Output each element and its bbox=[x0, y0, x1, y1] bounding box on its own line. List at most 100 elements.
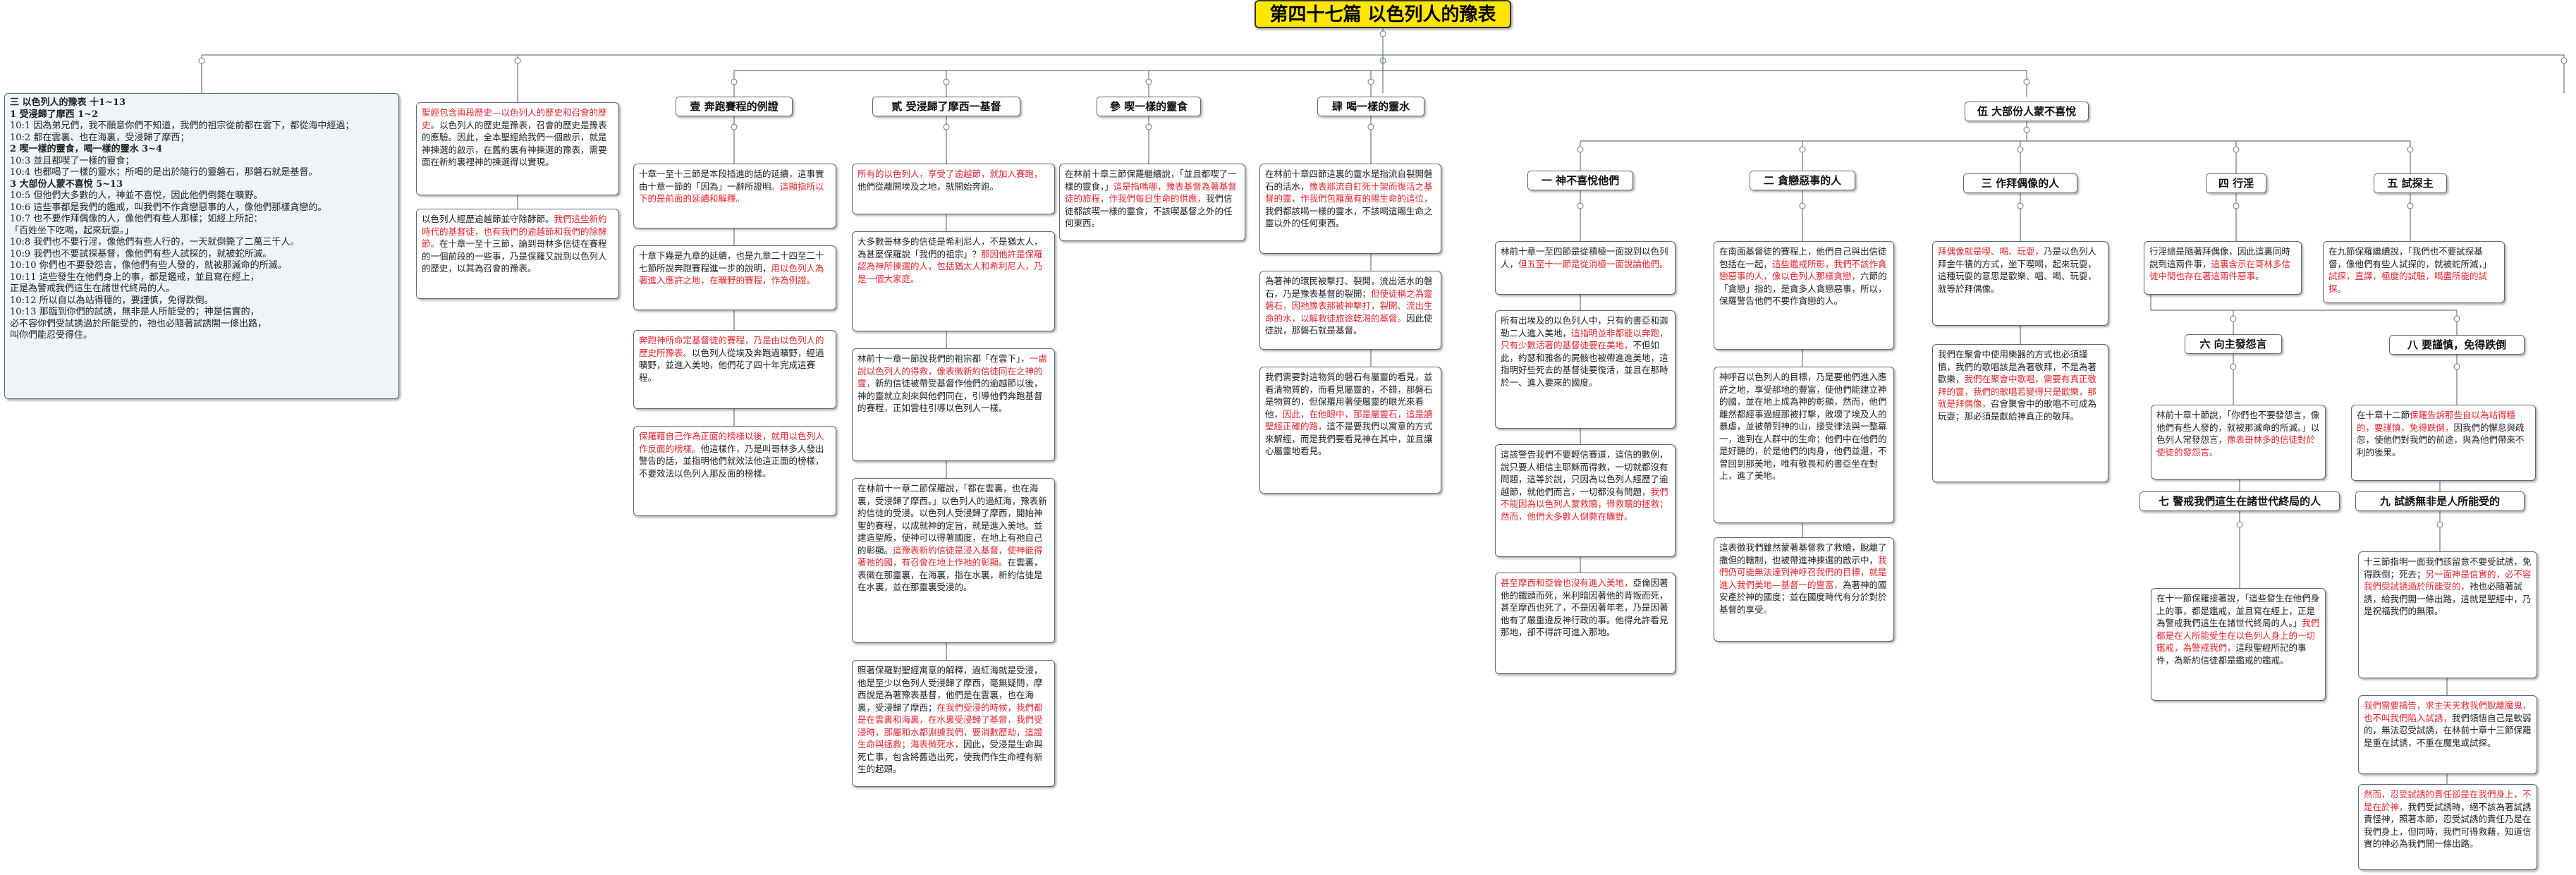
summary-line: 「百姓坐下吃喝，起來玩耍。」 bbox=[10, 225, 134, 236]
summary-line: 10:3 並且都喫了一樣的靈食； bbox=[10, 155, 135, 166]
connector-knob bbox=[2236, 521, 2243, 528]
summary-line: 10:4 也都喝了一樣的靈水；所喝的是出於隨行的靈磐石，那磐石就是基督。 bbox=[10, 167, 318, 178]
connector-knob bbox=[2233, 202, 2240, 209]
subsection-5-note-1: 在九節保羅繼續說，「我們也不要試探基督，像他們有些人試探的，就被蛇所滅，」試探，… bbox=[2323, 241, 2505, 303]
subsection-header-9: 九 試誘無非是人所能受的 bbox=[2355, 491, 2525, 511]
connector-knob bbox=[2017, 202, 2024, 209]
section-header-4: 肆 喝一樣的靈水 bbox=[1317, 97, 1424, 116]
section-2-note-5: 照著保羅對聖經寓意的解釋，過紅海就是受浸，他是至少以色列人受浸歸了摩西，毫無疑問… bbox=[852, 660, 1055, 787]
subsection-9-note-3: 然而，忍受試誘的責任卻是在我們身上，不是在於神，我們受試誘時，絕不該為著試誘責怪… bbox=[2358, 784, 2537, 870]
connector-knob bbox=[2017, 146, 2024, 153]
connector-knob bbox=[1145, 123, 1152, 130]
subsection-header-1: 一 神不喜悅他們 bbox=[1527, 171, 1633, 190]
connector-knob bbox=[198, 57, 205, 64]
connector-knob bbox=[943, 123, 950, 130]
subsection-1-note-1: 林前十章一至四節是從積極一面說到以色列人，但五至十一節是從消極一面說論他們。 bbox=[1495, 241, 1675, 295]
summary-line: 1 受浸歸了摩西 1~2 bbox=[10, 109, 99, 120]
summary-line: 2 喫一樣的靈食，喝一樣的靈水 3~4 bbox=[10, 144, 163, 154]
connector-knob bbox=[731, 123, 738, 130]
subsection-4-note-1: 行淫總是隨著拜偶像，因此這裏同時說到這兩件事，這裏含示在哥林多信徒中間也存在著這… bbox=[2144, 241, 2302, 295]
connector-knob bbox=[2230, 315, 2237, 322]
connector-knob bbox=[1367, 123, 1374, 130]
subsection-3-note-1: 拜偶像就是喫、喝、玩耍，乃是以色列人拜金牛犢的方式，坐下喫喝，起來玩耍，這種玩耍… bbox=[1932, 241, 2108, 326]
section-1-note-2: 十章下幾是九章的延續，也是九章二十四至二十七節所說奔跑賽程進一步的說明，用以色列… bbox=[633, 245, 836, 310]
connector-knob bbox=[1379, 30, 1386, 37]
subsection-1-note-3: 這該警告我們不要輕信賽道，這信的數例，說只要人相信主耶穌而得救，一切就都沒有問題… bbox=[1495, 444, 1675, 557]
connector-knob bbox=[2407, 202, 2414, 209]
summary-line: 10:13 那臨到你們的試誘，無非是人所能受的；神是信實的， bbox=[10, 307, 260, 317]
subsection-9-note-1: 十三節指明一面我們該留意不要受試誘，免得跌倒；死去；另一面神是信實的，必不容我們… bbox=[2358, 551, 2537, 678]
section-1-note-3: 奔跑神所命定基督徒的賽程，乃是由以色列人的歷史所豫表。以色列人從埃及奔跑過曠野，… bbox=[633, 330, 836, 409]
subsection-8-note-1: 在十章十二節保羅告訴那些自以為站得穩的，要謹慎，免得跌倒，因我們的懈怠與疏忽，使… bbox=[2351, 405, 2536, 481]
summary-line: 正是為警戒我們這生在諸世代終局的人。 bbox=[10, 283, 176, 294]
subsection-header-6: 六 向主發怨言 bbox=[2185, 334, 2282, 354]
summary-line: 叫你們能忍受得住。 bbox=[10, 330, 93, 341]
intro-note-1: 聖經包含兩段歷史—以色列人的歷史和召會的歷史。以色列人的歷史是豫表，召會的歷史是… bbox=[416, 102, 619, 195]
section-1-note-1: 十章一至十三節是本段插進的話的延續，這事實由十章一節的「因為」一辭所證明。這顯指… bbox=[633, 164, 836, 228]
summary-line: 10:12 所以自以為站得穩的，要謹慎，免得跌倒。 bbox=[10, 295, 214, 306]
summary-line: 10:10 你們也不要發怨言，像他們有些人發的，就被那滅命的所滅。 bbox=[10, 260, 287, 271]
summary-line: 必不容你們受試誘過於所能受的，祂也必隨著試誘開一條出路， bbox=[10, 318, 267, 329]
connector-knob bbox=[2453, 363, 2460, 370]
subsection-7-note-1: 在十一節保羅接著說，「這些發生在他們身上的事，都是鑑戒，並且寫在經上，正是為警戒… bbox=[2151, 588, 2326, 701]
connector-knob bbox=[1799, 146, 1806, 153]
connector-knob bbox=[2407, 146, 2414, 153]
connector-knob bbox=[2233, 146, 2240, 153]
section-2-note-3: 林前十一章一節說我們的祖宗都「在雲下」，一處說以色列人的得救，像表徵新約信徒同在… bbox=[852, 348, 1055, 461]
connector-knob bbox=[2560, 57, 2568, 64]
summary-line: 10:7 也不要作拜偶像的人，像他們有些人那樣；如經上所記： bbox=[10, 214, 263, 224]
summary-line: 10:2 都在雲裏、也在海裏，受浸歸了摩西； bbox=[10, 132, 190, 143]
connector-knob bbox=[731, 78, 738, 85]
section-header-3: 參 喫一樣的靈食 bbox=[1097, 97, 1201, 116]
connector-knob bbox=[2230, 363, 2237, 370]
section-header-2: 貳 受浸歸了摩西一基督 bbox=[872, 97, 1020, 116]
connector-knob bbox=[1577, 202, 1584, 209]
section-2-note-4: 在林前十一章二節保羅說，「都在雲裏，也在海裏，受浸歸了摩西。」以色列人的過紅海，… bbox=[852, 478, 1055, 643]
summary-line: 10:8 我們也不要行淫，像他們有些人行的，一天就倒斃了二萬三千人。 bbox=[10, 237, 300, 247]
section-1-note-4: 保羅藉自己作為正面的榜樣以後，就用以色列人作反面的榜樣。他這樣作，乃是叫哥林多人… bbox=[633, 426, 836, 516]
section-3-note-1: 在林前十章三節保羅繼續說，「並且都喫了一樣的靈食，」這是指嗎哪，豫表基督為著基督… bbox=[1059, 164, 1245, 241]
subsection-1-note-2: 所有出埃及的以色列人中，只有約書亞和迦勒二人進入美地，這指明並非都能以奔跑，只有… bbox=[1495, 310, 1675, 429]
intro-note-2: 以色列人經歷逾越節並守除酵節。我們這些新約時代的基督徒，也有我們的逾越節和我們的… bbox=[416, 209, 619, 299]
section-2-note-1: 所有的以色列人，享受了逾越節，就加入賽跑，他們從離開埃及之地，就開始奔跑。 bbox=[852, 164, 1055, 214]
subsection-header-7: 七 警戒我們這生在諸世代終局的人 bbox=[2139, 491, 2340, 511]
subsection-header-4: 四 行淫 bbox=[2206, 173, 2266, 193]
section-4-note-2: 為著神的環民被擊打、裂開，流出活水的磐石，乃是豫表基督的裂開；但使徒稱之為靈磐石… bbox=[1259, 271, 1441, 350]
subsection-9-note-2: 我們需要禱告，求主天天救我們脫離魔鬼，也不叫我們陷入試誘，我們領悟自己是軟弱的，… bbox=[2358, 695, 2537, 774]
subsection-2-note-3: 這表徵我們雖然蒙著基督救了救贖，脫離了撒但的轄制，也被帶進神揀選的啟示中，我們仍… bbox=[1714, 537, 1894, 642]
page-title: 第四十七篇 以色列人的豫表 bbox=[1255, 0, 1511, 28]
summary-line: 10:11 這些發生在他們身上的事，都是鑑戒，並且寫在經上， bbox=[10, 271, 260, 283]
connector-knob bbox=[514, 57, 521, 64]
subsection-2-note-1: 在南面基督徒的賽程上，他們自己與出信徒包括在一起，這些鑑戒所影，我們不該作貪戀惡… bbox=[1714, 241, 1894, 350]
connector-knob bbox=[2436, 521, 2443, 528]
connector-knob bbox=[943, 78, 950, 85]
section-header-1: 壹 奔跑賽程的例證 bbox=[676, 97, 793, 116]
section-2-note-2: 大多數哥林多的信徒是希利尼人，不是猶太人，為甚麼保羅說「我們的祖宗」？那因他許是… bbox=[852, 231, 1055, 331]
summary-line: 10:6 這些事都是我們的鑑戒，叫我們不作貪戀惡事的人，像他們那樣貪戀的。 bbox=[10, 202, 327, 213]
summary-line: 10:9 我們也不要試探基督，像他們有些人試探的，就被蛇所滅。 bbox=[10, 248, 272, 259]
connector-knob bbox=[1145, 78, 1152, 85]
subsection-header-5: 五 試探主 bbox=[2374, 173, 2447, 193]
summary-line: 10:5 但他們大多數的人，神並不喜悅，因此他們倒斃在曠野。 bbox=[10, 190, 263, 201]
subsection-1-note-4: 甚至摩西和亞倫也沒有進入美地，亞倫因著他的鐵頭而死，米利暗因著他的背叛而死，甚至… bbox=[1495, 573, 1675, 674]
subsection-2-note-2: 神呼召以色列人的目標，乃是要他們進入應許之地，享受那地的豐富，使他們能建立神的國… bbox=[1714, 367, 1894, 523]
summary-line: 10:1 因為弟兄們，我不願意你們不知道，我們的祖宗從前都在雲下，都從海中經過； bbox=[10, 121, 355, 131]
connector-knob bbox=[1367, 78, 1374, 85]
connector-knob bbox=[1799, 202, 1806, 209]
section-4-note-1: 在林前十章四節這裏的靈水是指流自裂開磐石的活水，豫表那流自釘死十架而復活之基督的… bbox=[1259, 164, 1441, 254]
summary-line: 三 以色列人的豫表 十1~13 bbox=[10, 97, 126, 108]
section-header-5: 伍 大部份人蒙不喜悅 bbox=[1965, 102, 2089, 121]
subsection-6-note-1: 林前十章十節說，「你們也不要發怨言，像他們有些人發的，就被那滅命的所滅。」以色列… bbox=[2151, 405, 2326, 479]
connector-knob bbox=[1577, 146, 1584, 153]
connector-knob bbox=[2023, 78, 2030, 85]
subsection-header-2: 二 貪戀惡事的人 bbox=[1750, 171, 1855, 190]
subsection-3-note-2: 我們在聚會中使用樂器的方式也必須謹慎，我們的歌唱該是為著敬拜，不是為著歡樂，我們… bbox=[1932, 344, 2108, 482]
summary-line: 3 大部份人蒙不喜悅 5~13 bbox=[10, 178, 123, 190]
section-4-note-3: 我們需要對這物質的磐石有屬靈的看見，並看清物質的，而看見屬靈的，不錯，那磐石是物… bbox=[1259, 367, 1441, 494]
subsection-header-3: 三 作拜偶像的人 bbox=[1963, 173, 2077, 193]
connector-knob bbox=[2023, 126, 2030, 133]
subsection-header-8: 八 要謹慎，免得跌倒 bbox=[2389, 335, 2525, 355]
connector-knob bbox=[2453, 315, 2460, 322]
